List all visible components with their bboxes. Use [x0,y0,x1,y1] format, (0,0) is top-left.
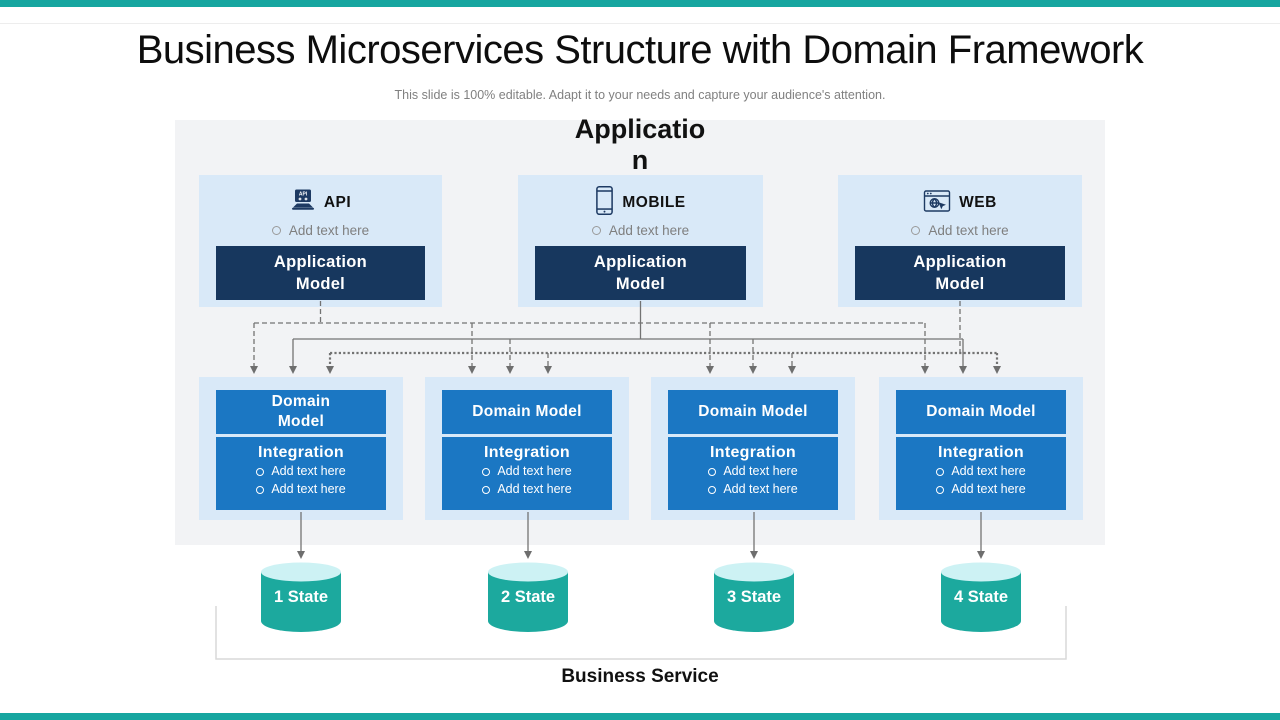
channel-header-web: WEB [838,187,1082,219]
domain-model-box: Domain Model [896,390,1066,434]
integration-placeholder: Add text here [216,463,386,480]
channel-placeholder: Add text here [838,223,1082,238]
application-model-box-api: Application Model [216,246,425,300]
domain-model-box: Domain Model [668,390,838,434]
domain-panel-2: Domain Model Integration Add text here A… [425,377,629,520]
integration-placeholder: Add text here [668,463,838,480]
integration-placeholder: Add text here [668,481,838,498]
state-cylinder-3: 3 State [712,562,796,634]
page-subtitle: This slide is 100% editable. Adapt it to… [394,88,886,102]
integration-title: Integration [938,444,1024,461]
top-accent-bar [0,0,1280,7]
integration-box: Integration Add text here Add text here [668,437,838,510]
bottom-accent-bar [0,713,1280,720]
mobile-icon [595,185,614,221]
integration-placeholder: Add text here [442,481,612,498]
cylinder-shape [261,562,341,632]
page-title: Business Microservices Structure with Do… [136,28,1144,72]
business-service-label: Business Service [561,666,719,687]
domain-panel-4: Domain Model Integration Add text here A… [879,377,1083,520]
bullet-circle-icon [936,467,945,476]
channel-panel-api: API API Add text here Application Model [199,175,442,307]
channel-label: API [323,194,352,211]
bullet-circle-icon [482,485,491,494]
channel-placeholder: Add text here [518,223,763,238]
state-label: 1 State [273,588,329,606]
bullet-circle-icon [911,226,921,235]
domain-model-box: Domain Model [216,390,386,434]
integration-title: Integration [484,444,570,461]
state-cylinder-2: 2 State [486,562,570,634]
bullet-circle-icon [256,467,265,476]
cylinder-shape [941,562,1021,632]
state-label: 3 State [726,588,782,606]
header-divider [0,23,1280,24]
integration-box: Integration Add text here Add text here [442,437,612,510]
svg-text:API: API [299,192,308,198]
cylinder-shape [488,562,568,632]
channel-placeholder: Add text here [199,223,442,238]
channel-label: WEB [959,194,997,211]
integration-placeholder: Add text here [896,463,1066,480]
api-icon: API [290,188,316,218]
channel-header-api: API API [199,187,442,219]
bullet-circle-icon [936,485,945,494]
bullet-circle-icon [271,226,281,235]
domain-model-box: Domain Model [442,390,612,434]
integration-title: Integration [258,444,344,461]
bullet-circle-icon [482,467,491,476]
application-model-box-mobile: Application Model [535,246,746,300]
state-label: 4 State [953,588,1009,606]
channel-panel-mobile: MOBILE Add text here Application Model [518,175,763,307]
integration-placeholder: Add text here [216,481,386,498]
web-icon [923,189,951,218]
state-cylinder-1: 1 State [259,562,343,634]
bullet-circle-icon [708,485,717,494]
bullet-circle-icon [256,485,265,494]
channel-panel-web: WEB Add text here Application Model [838,175,1082,307]
integration-placeholder: Add text here [896,481,1066,498]
application-layer-title: Applicatio n [574,114,706,175]
channel-label: MOBILE [622,194,686,211]
integration-box: Integration Add text here Add text here [216,437,386,510]
integration-box: Integration Add text here Add text here [896,437,1066,510]
bullet-circle-icon [591,226,601,235]
integration-placeholder: Add text here [442,463,612,480]
state-cylinder-4: 4 State [939,562,1023,634]
integration-title: Integration [710,444,796,461]
bullet-circle-icon [708,467,717,476]
channel-header-mobile: MOBILE [518,185,763,221]
application-model-box-web: Application Model [855,246,1065,300]
domain-panel-1: Domain Model Integration Add text here A… [199,377,403,520]
cylinder-shape [714,562,794,632]
domain-panel-3: Domain Model Integration Add text here A… [651,377,855,520]
state-label: 2 State [500,588,556,606]
